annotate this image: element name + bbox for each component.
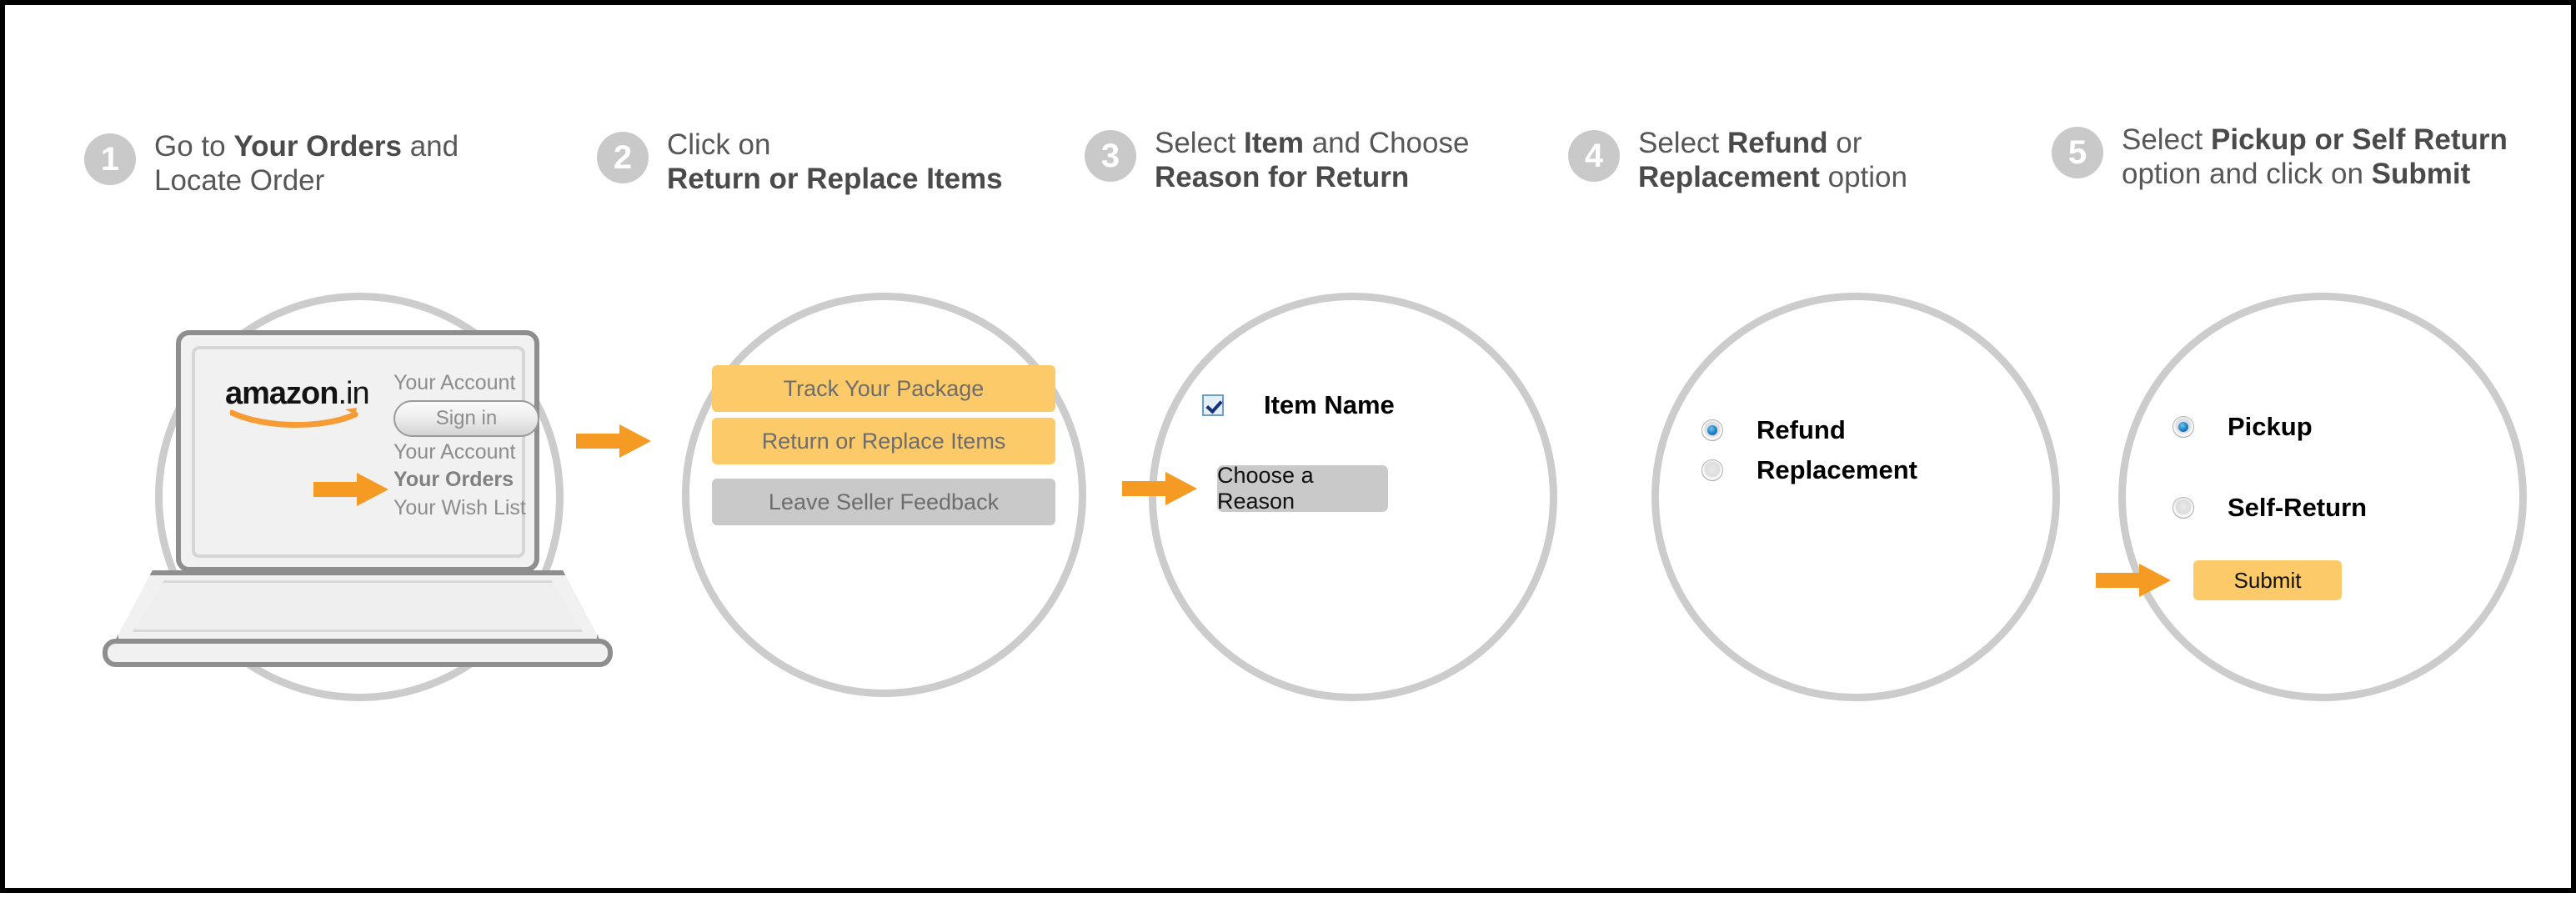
step-1-circle <box>155 293 564 701</box>
radio-refund[interactable] <box>1701 419 1723 441</box>
option-self-return-row[interactable]: Self-Return <box>2173 493 2367 523</box>
sign-in-button[interactable]: Sign in <box>393 399 539 437</box>
step-2-circle <box>682 293 1086 697</box>
bar-leave-seller-feedback[interactable]: Leave Seller Feedback <box>712 479 1055 525</box>
option-pickup-row[interactable]: Pickup <box>2173 412 2313 442</box>
step-4: 4 Select Refund or Replacement option Re… <box>1568 5 2072 898</box>
arrow-to-your-orders-icon <box>313 473 388 506</box>
option-refund-row[interactable]: Refund <box>1701 415 1846 445</box>
radio-self-return-label: Self-Return <box>2228 493 2368 522</box>
step-4-title-part-4: Replacement <box>1638 160 1820 193</box>
step-2: 2 Click on Return or Replace Items Track… <box>576 5 1089 898</box>
laptop-illustration: amazon.in Your Account Sign in Your Acco… <box>103 330 613 672</box>
item-name-label: Item Name <box>1264 390 1395 419</box>
step-4-title-part-2: Refund <box>1727 127 1828 159</box>
step-5-title-part-4: Submit <box>2371 157 2471 190</box>
step-1-title-part-3: and Locate Order <box>154 130 459 197</box>
step-3-circle <box>1149 293 1557 701</box>
laptop-screen: amazon.in Your Account Sign in Your Acco… <box>192 346 539 558</box>
item-name-row[interactable]: Item Name <box>1202 390 1395 420</box>
arrow-to-submit-icon <box>2096 564 2171 597</box>
account-heading: Your Account <box>393 371 516 394</box>
step-1-title-part-1: Go to <box>154 130 234 163</box>
step-5-title: Select Pickup or Self Return option and … <box>2122 123 2513 191</box>
account-panel: Your Account Sign in Your Account Your O… <box>393 371 552 520</box>
laptop-keyboard-area <box>133 580 583 632</box>
amazon-brand-name: amazon <box>225 376 338 411</box>
amazon-wordmark: amazon.in <box>225 378 383 409</box>
step-2-header: 2 Click on Return or Replace Items <box>597 128 1003 196</box>
step-5-circle <box>2118 293 2527 701</box>
link-your-orders[interactable]: Your Orders <box>393 468 514 492</box>
step-5: 5 Select Pickup or Self Return option an… <box>2047 5 2576 898</box>
step-1-number-badge: 1 <box>84 133 136 185</box>
option-replacement-row[interactable]: Replacement <box>1701 455 1917 485</box>
step-1-title-part-2: Your Orders <box>233 130 402 163</box>
laptop-lid: amazon.in Your Account Sign in Your Acco… <box>176 330 539 572</box>
step-5-number-badge: 5 <box>2052 127 2103 178</box>
step-3-header: 3 Select Item and Choose Reason for Retu… <box>1085 127 1505 194</box>
step-3: 3 Select Item and Choose Reason for Retu… <box>1080 5 1581 898</box>
item-name-checkbox[interactable] <box>1202 394 1224 416</box>
step-3-title-part-2: Item <box>1244 127 1304 159</box>
radio-replacement[interactable] <box>1701 459 1723 481</box>
radio-refund-label: Refund <box>1757 415 1846 444</box>
step-4-title-part-5: option <box>1819 160 1907 193</box>
step-2-number-badge: 2 <box>597 132 649 183</box>
submit-button[interactable]: Submit <box>2193 560 2342 600</box>
step-3-title-part-3: and Choose <box>1303 127 1470 159</box>
step-4-title-part-1: Select <box>1638 127 1727 159</box>
step-1-header: 1 Go to Your Orders and Locate Order <box>84 130 513 198</box>
amazon-smile-icon <box>230 408 358 429</box>
step-1-title: Go to Your Orders and Locate Order <box>154 130 513 198</box>
step-2-title-part-2: Return or Replace Items <box>667 162 1003 195</box>
amazon-logo: amazon.in <box>225 378 383 429</box>
choose-a-reason-button[interactable]: Choose a Reason <box>1217 463 1388 514</box>
radio-pickup[interactable] <box>2173 416 2194 438</box>
step-4-header: 4 Select Refund or Replacement option <box>1568 127 1988 194</box>
step-2-title: Click on Return or Replace Items <box>667 128 1003 196</box>
amazon-brand-tld: .in <box>338 376 369 411</box>
step-5-title-part-1: Select <box>2122 123 2211 156</box>
radio-replacement-label: Replacement <box>1757 455 1917 484</box>
bar-track-your-package[interactable]: Track Your Package <box>712 365 1055 412</box>
radio-self-return[interactable] <box>2173 497 2194 519</box>
step-4-number-badge: 4 <box>1568 130 1620 182</box>
step-3-title-part-1: Select <box>1155 127 1244 159</box>
arrow-to-return-or-replace-icon <box>576 424 651 458</box>
step-3-number-badge: 3 <box>1085 130 1136 182</box>
step-1: 1 Go to Your Orders and Locate Order ama… <box>5 5 613 898</box>
step-4-title: Select Refund or Replacement option <box>1638 127 1988 194</box>
link-your-wish-list[interactable]: Your Wish List <box>393 495 526 519</box>
step-3-title-part-4: Reason for Return <box>1155 160 1410 193</box>
step-2-title-part-1: Click on <box>667 128 771 161</box>
step-3-title: Select Item and Choose Reason for Return <box>1155 127 1505 194</box>
step-5-title-part-2: Pickup or Self Return <box>2211 123 2508 156</box>
step-4-circle <box>1651 293 2060 701</box>
step-4-title-part-3: or <box>1827 127 1862 159</box>
link-your-account[interactable]: Your Account <box>393 439 516 464</box>
radio-pickup-label: Pickup <box>2228 412 2313 441</box>
bar-return-or-replace-items[interactable]: Return or Replace Items <box>712 418 1055 464</box>
step-5-header: 5 Select Pickup or Self Return option an… <box>2052 123 2513 191</box>
step-5-title-part-3: option and click on <box>2122 157 2372 190</box>
arrow-to-choose-a-reason-icon <box>1122 472 1197 505</box>
